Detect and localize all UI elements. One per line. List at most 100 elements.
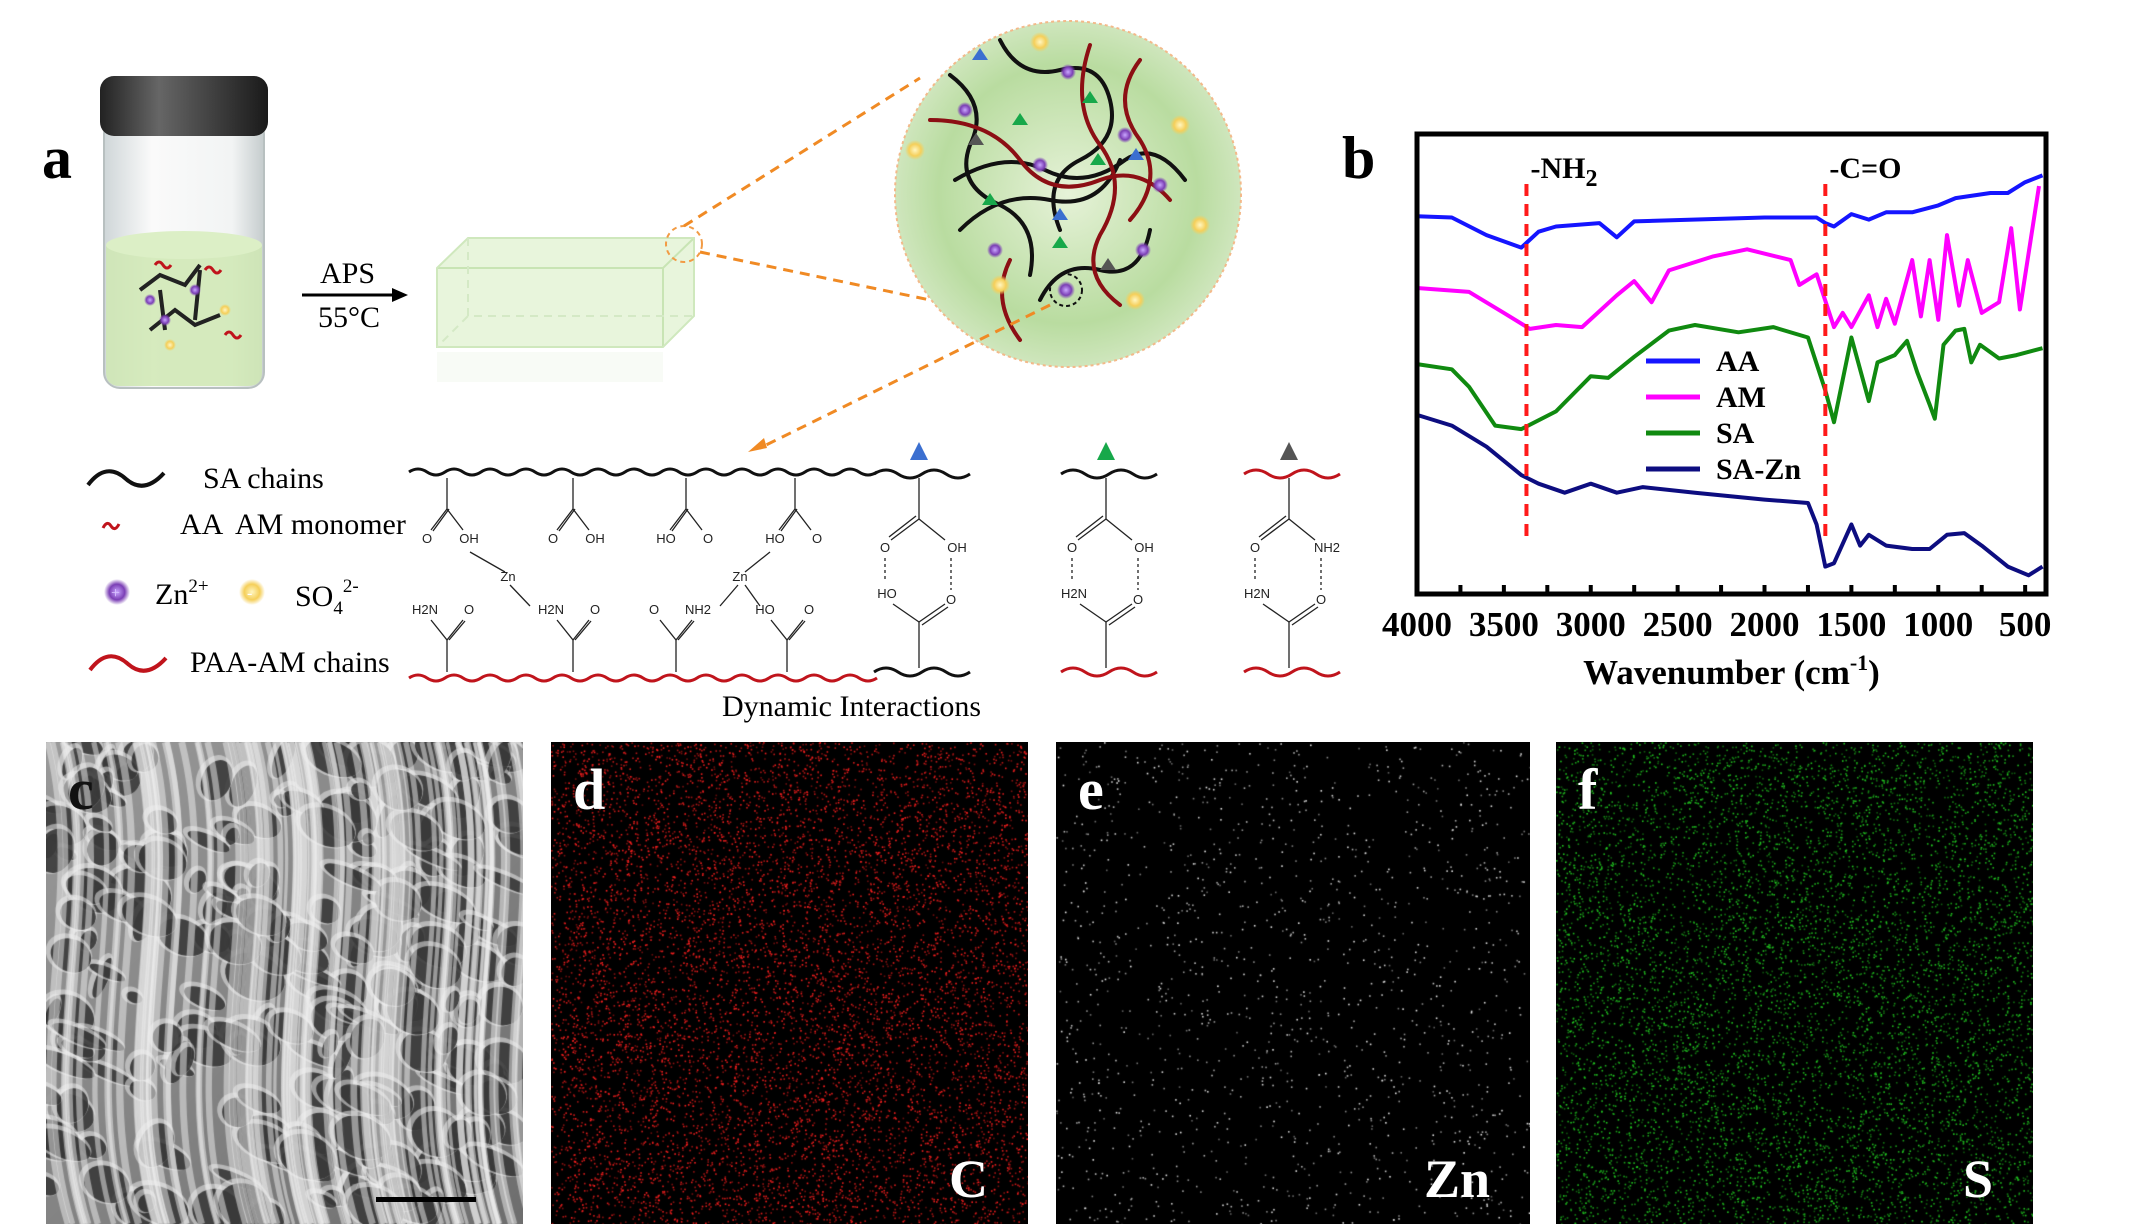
atom-label: O [1067, 540, 1077, 555]
atom-label: OH [1134, 540, 1154, 555]
sulfate-ion-icon [239, 579, 265, 605]
atom-label: O [464, 602, 474, 617]
eds-map-sulfur: f S [1556, 742, 2033, 1224]
zn-ion-icon [104, 579, 130, 605]
zoom-guide-lines [683, 76, 931, 302]
sem-image-panel: c [46, 742, 523, 1224]
atom-label: O [548, 531, 558, 546]
atom-label: O [812, 531, 822, 546]
temperature-label: 55°C [318, 301, 380, 334]
x-tick-label: 4000 [1382, 605, 1452, 644]
interaction-triangle-icon [1097, 442, 1115, 460]
atom-label: OH [459, 531, 479, 546]
atom-label: O [703, 531, 713, 546]
x-tick-label: 1000 [1903, 605, 1973, 644]
legend-so4: SO [295, 580, 333, 613]
x-tick-label: 2000 [1730, 605, 1800, 644]
atom-label: O [1133, 592, 1143, 607]
annotation-label: -NH2 [1530, 152, 1597, 192]
atom-label: H2N [538, 602, 564, 617]
plot-frame [1414, 131, 2049, 597]
atom-label: OH [585, 531, 605, 546]
zinc-map-dots [1056, 742, 1530, 1224]
atom-label: Zn [732, 569, 747, 584]
atom-label: O [946, 592, 956, 607]
carbon-map-dots [551, 742, 1028, 1224]
element-label-c: C [949, 1149, 988, 1209]
polymer-chain [408, 467, 878, 477]
dynamic-interactions-caption: Dynamic Interactions [722, 690, 981, 723]
legend-zn: Zn [155, 578, 188, 611]
interaction-triangle-icon [910, 442, 928, 460]
x-tick-label: 2500 [1643, 605, 1713, 644]
atom-label: OH [947, 540, 967, 555]
legend-monomer: AA AM monomer [180, 508, 406, 541]
initiator-label: APS [320, 257, 375, 290]
series-line-sa-zn [1416, 412, 2044, 578]
atom-label: O [649, 602, 659, 617]
polymer-chain [408, 673, 878, 683]
network-zoom-bubble [894, 20, 1242, 368]
atom-label: O [1316, 592, 1326, 607]
legend-label: SA-Zn [1716, 453, 1801, 486]
atom-label: O [1250, 540, 1260, 555]
ftir-chart: -NH2 -C=O 4000 3500 3000 2500 2000 1500 1000 500W… [1382, 131, 2052, 692]
reaction-arrow: APS 55°C [302, 257, 408, 334]
atom-label: HO [755, 602, 775, 617]
panel-label-e: e [1078, 757, 1104, 822]
x-axis-label: Wavenumber (cm-1) [1583, 650, 1880, 692]
atom-label: HO [877, 586, 897, 601]
atom-label: H2N [1244, 586, 1270, 601]
sa-chain-swatch [86, 469, 166, 488]
scale-bar [376, 1197, 476, 1202]
legend-sa-chains: SA chains [203, 462, 324, 495]
hydrogel-block [436, 225, 703, 382]
element-label-s: S [1962, 1149, 1993, 1209]
panel-label-d: d [573, 757, 606, 822]
atom-label: NH2 [685, 602, 711, 617]
series-line-sa [1416, 323, 2044, 432]
x-tick-label: 1500 [1816, 605, 1886, 644]
legend-paa-chains: PAA-AM chains [190, 646, 390, 679]
reaction-vial [100, 76, 268, 389]
panel-a-b: a APS 55°C [42, 20, 2052, 723]
eds-map-zinc: e Zn [1056, 742, 1530, 1224]
annotation-label: -C=O [1829, 152, 1901, 185]
svg-text:-: - [247, 585, 252, 602]
atom-label: H2N [1061, 586, 1087, 601]
monomer-swatch [101, 521, 121, 531]
x-tick-label: 500 [1999, 605, 2052, 644]
legend-so4-charge: 2- [343, 576, 359, 597]
x-tick-label: 3500 [1469, 605, 1539, 644]
detail-guide-line [759, 303, 1051, 450]
sem-micrograph [46, 742, 523, 1224]
legend-so4-sub: 4 [333, 598, 343, 619]
interaction-triangle-icon [1280, 442, 1298, 460]
atom-label: O [422, 531, 432, 546]
atom-label: O [804, 602, 814, 617]
atom-label: O [880, 540, 890, 555]
sulfur-map-dots [1556, 742, 2033, 1224]
panel-label-b: b [1342, 125, 1375, 191]
x-tick-label: 3000 [1556, 605, 1626, 644]
atom-label: HO [765, 531, 785, 546]
element-label-zn: Zn [1423, 1149, 1490, 1209]
panel-a-legend: SA chains AA AM monomer + Zn2+ - SO42- P… [86, 462, 406, 679]
atom-label: H2N [412, 602, 438, 617]
legend-label: AA [1716, 345, 1760, 378]
legend-label: SA [1716, 417, 1755, 450]
series-line-am [1416, 185, 2041, 331]
panel-label-f: f [1578, 757, 1598, 822]
legend-label: AM [1716, 381, 1766, 414]
panel-label-a: a [42, 125, 72, 191]
atom-label: Zn [500, 569, 515, 584]
atom-label: HO [656, 531, 676, 546]
series-line-aa [1416, 173, 2044, 250]
legend-zn-charge: 2+ [188, 576, 208, 597]
svg-text:+: + [111, 585, 120, 602]
svg-text:SO42-: SO42- [295, 576, 359, 619]
atom-label: O [590, 602, 600, 617]
eds-map-carbon: d C [551, 742, 1028, 1224]
